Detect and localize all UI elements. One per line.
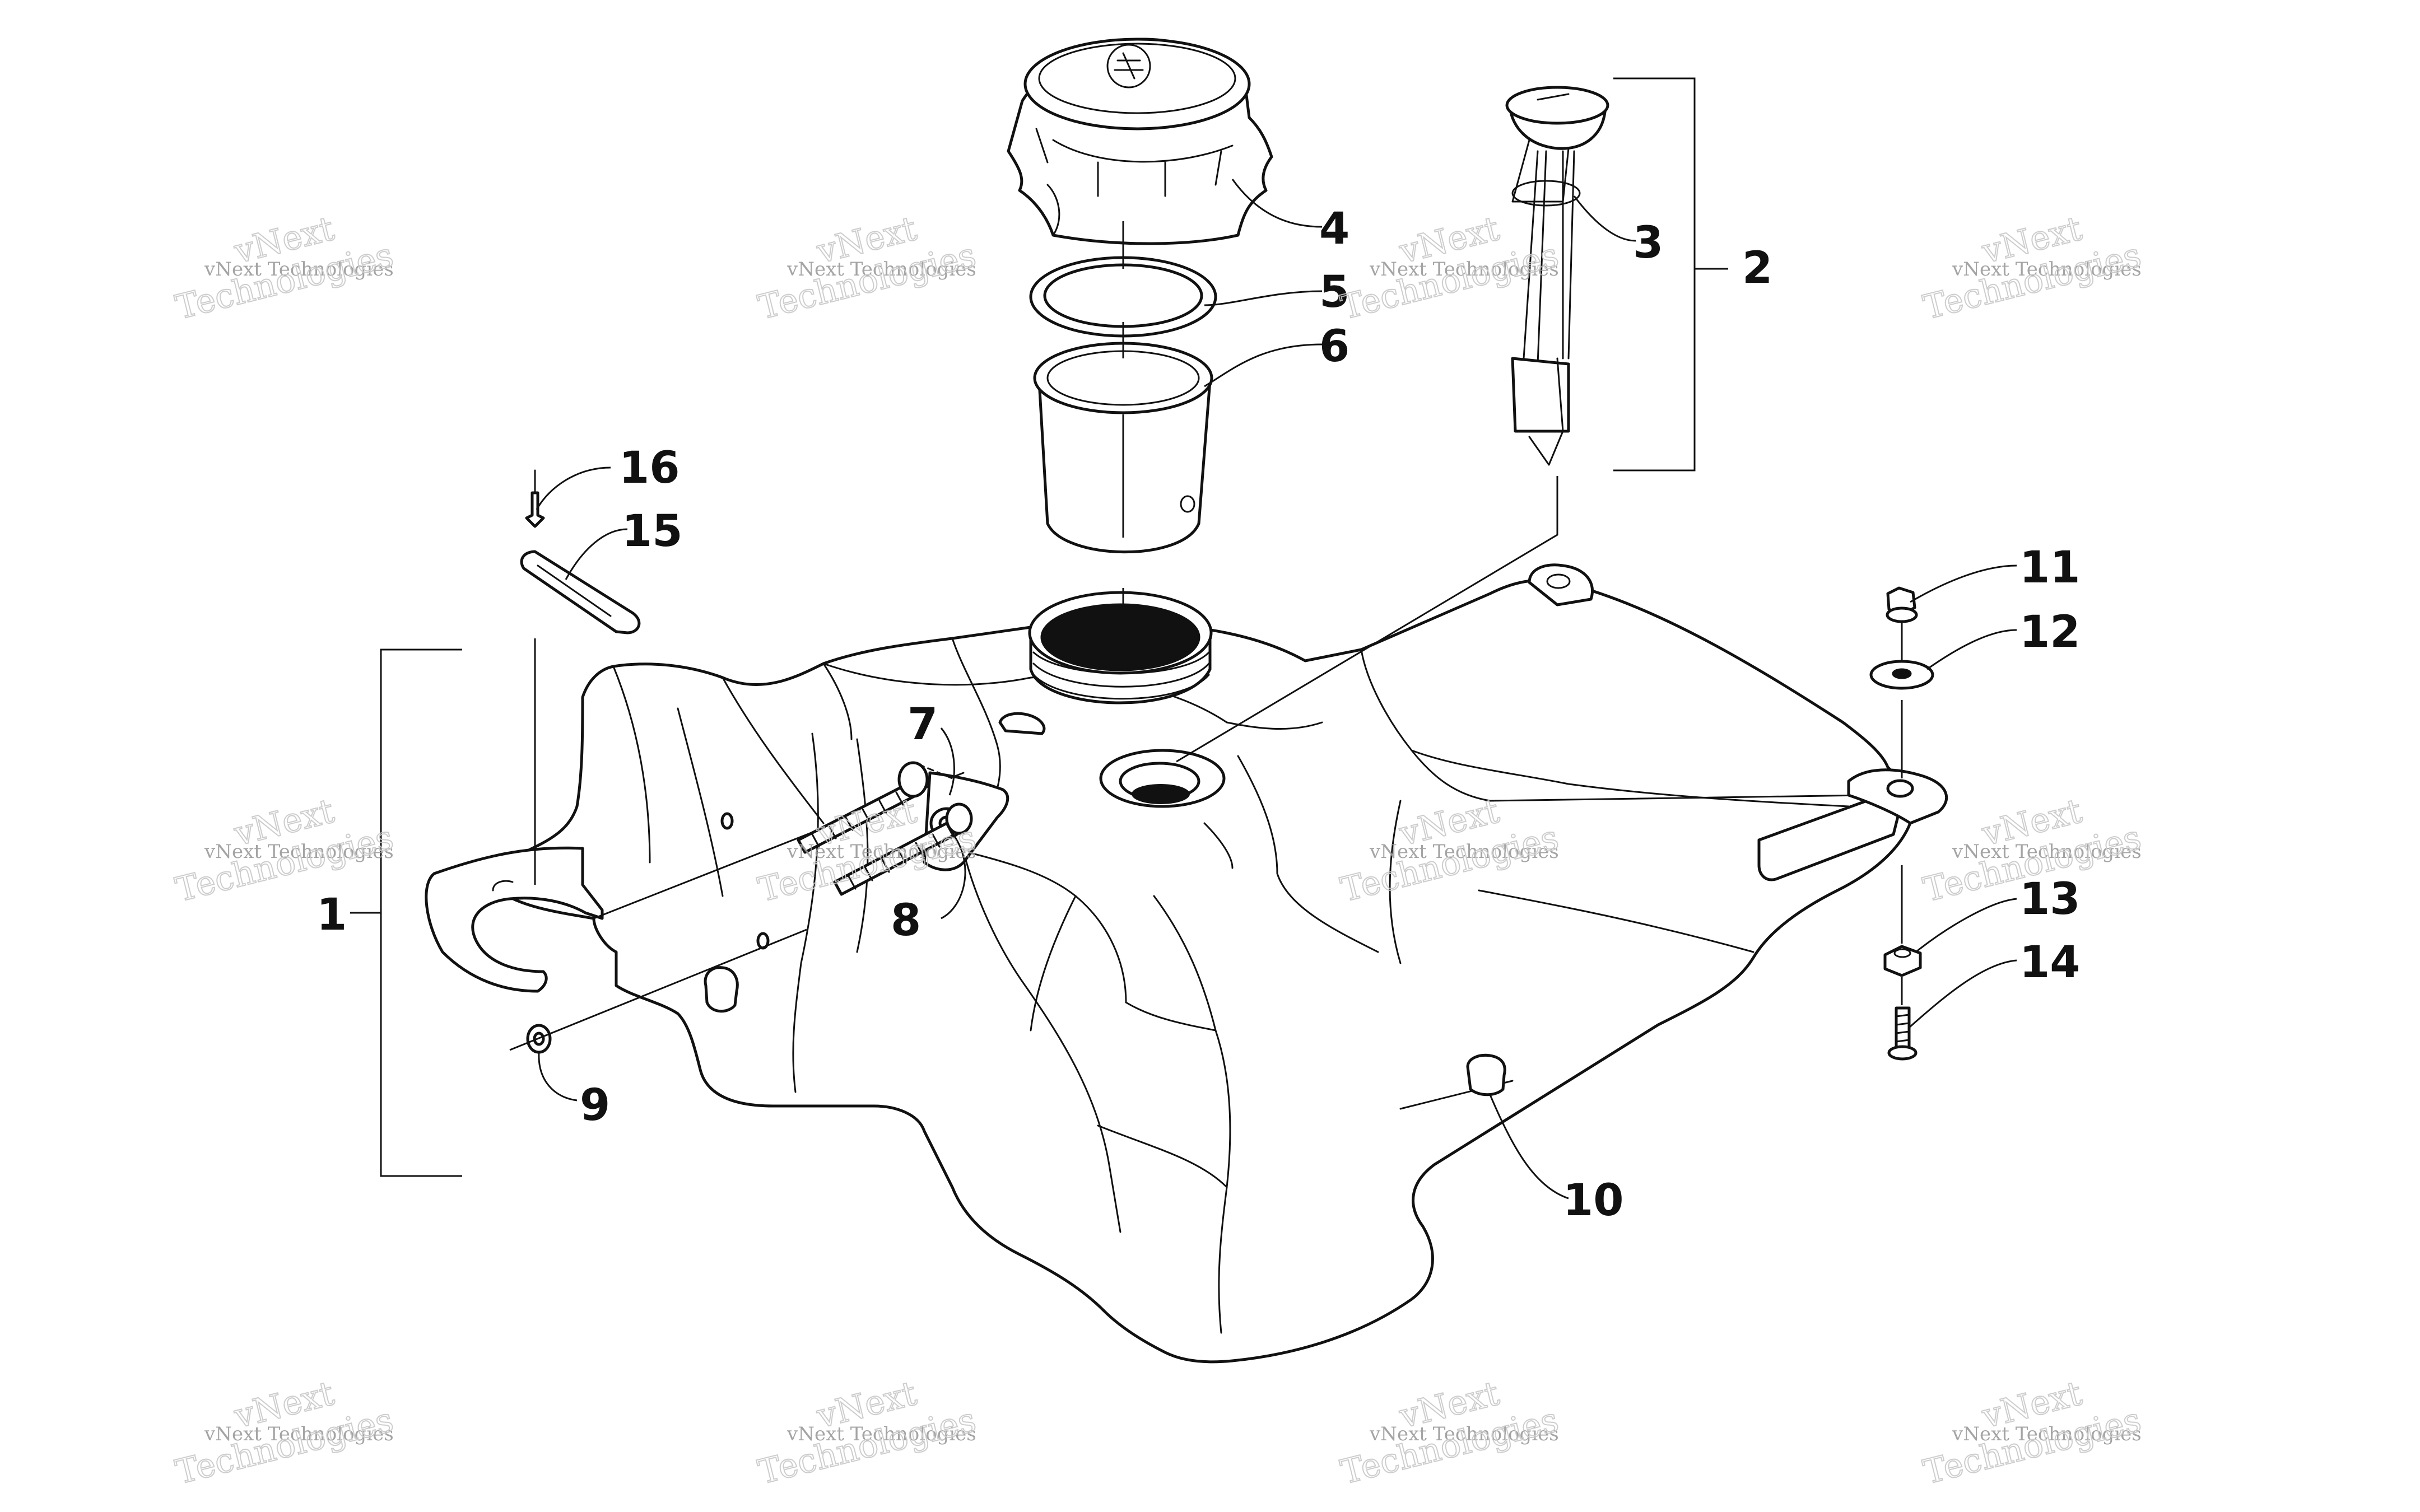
- svg-text:vNext Technologies: vNext Technologies: [787, 841, 976, 863]
- callout-5: 5: [1319, 267, 1349, 318]
- fuel-gauge-sender: [1505, 86, 1609, 466]
- callout-4: 4: [1319, 204, 1349, 254]
- assembly-lines: [509, 221, 1903, 1051]
- watermark: vNext vNext Technologies Technologies: [171, 791, 398, 910]
- sender-port: [1099, 749, 1234, 869]
- bracket-part-1: [350, 648, 462, 1177]
- callout-14: 14: [2019, 937, 2081, 988]
- bolts: [797, 761, 973, 896]
- svg-text:vNext Technologies: vNext Technologies: [1952, 258, 2142, 281]
- callout-11: 11: [2019, 543, 2081, 593]
- filler-neck: [1028, 591, 1213, 704]
- svg-text:vNext Technologies: vNext Technologies: [204, 841, 394, 863]
- callout-7: 7: [908, 699, 938, 750]
- fuel-cap: [1007, 38, 1273, 245]
- callout-1: 1: [317, 890, 347, 940]
- callout-12: 12: [2019, 607, 2081, 657]
- bracket-part-2: [1613, 77, 1728, 472]
- callout-10: 10: [1563, 1175, 1624, 1226]
- strainer-cup: [1033, 342, 1213, 554]
- svg-text:vNext Technologies: vNext Technologies: [1952, 1423, 2142, 1445]
- callout-2: 2: [1742, 243, 1772, 293]
- svg-text:vNext Technologies: vNext Technologies: [787, 1423, 976, 1445]
- svg-text:vNext Technologies: vNext Technologies: [1369, 1423, 1559, 1445]
- callout-9: 9: [580, 1080, 610, 1131]
- watermark: vNext vNext Technologies Technologies: [171, 208, 398, 328]
- callout-numbers: 1 2 3 4 5 6 7 8 9 10 11 12 13 14 15 16: [317, 204, 2081, 1226]
- svg-text:vNext Technologies: vNext Technologies: [1369, 841, 1559, 863]
- watermark: vNext vNext Technologies Technologies: [1337, 1373, 1563, 1492]
- svg-text:vNext Technologies: vNext Technologies: [1369, 258, 1559, 281]
- svg-text:vNext Technologies: vNext Technologies: [204, 258, 394, 281]
- watermark: vNext vNext Technologies Technologies: [171, 1373, 398, 1492]
- callout-6: 6: [1319, 321, 1349, 372]
- svg-text:vNext Technologies: vNext Technologies: [1952, 841, 2142, 863]
- leader-lines: [536, 179, 2017, 1200]
- svg-text:vNext Technologies: vNext Technologies: [787, 258, 976, 281]
- fuel-tank: [425, 563, 1948, 1364]
- callout-8: 8: [891, 895, 921, 946]
- watermark: vNext vNext Technologies Technologies: [754, 208, 980, 328]
- callout-15: 15: [622, 506, 683, 557]
- watermark: vNext vNext Technologies Technologies: [1337, 208, 1563, 328]
- callout-13: 13: [2019, 874, 2081, 925]
- gasket-ring: [1029, 256, 1217, 338]
- watermark: vNext vNext Technologies Technologies: [1919, 1373, 2146, 1492]
- watermark: vNext vNext Technologies Technologies: [1919, 208, 2146, 328]
- svg-text:vNext Technologies: vNext Technologies: [204, 1423, 394, 1445]
- callout-16: 16: [619, 443, 680, 493]
- mounting-hardware: [1869, 586, 1934, 1061]
- callout-3: 3: [1633, 218, 1663, 268]
- strap-and-pin: [520, 469, 641, 634]
- watermark: vNext vNext Technologies Technologies: [754, 1373, 980, 1492]
